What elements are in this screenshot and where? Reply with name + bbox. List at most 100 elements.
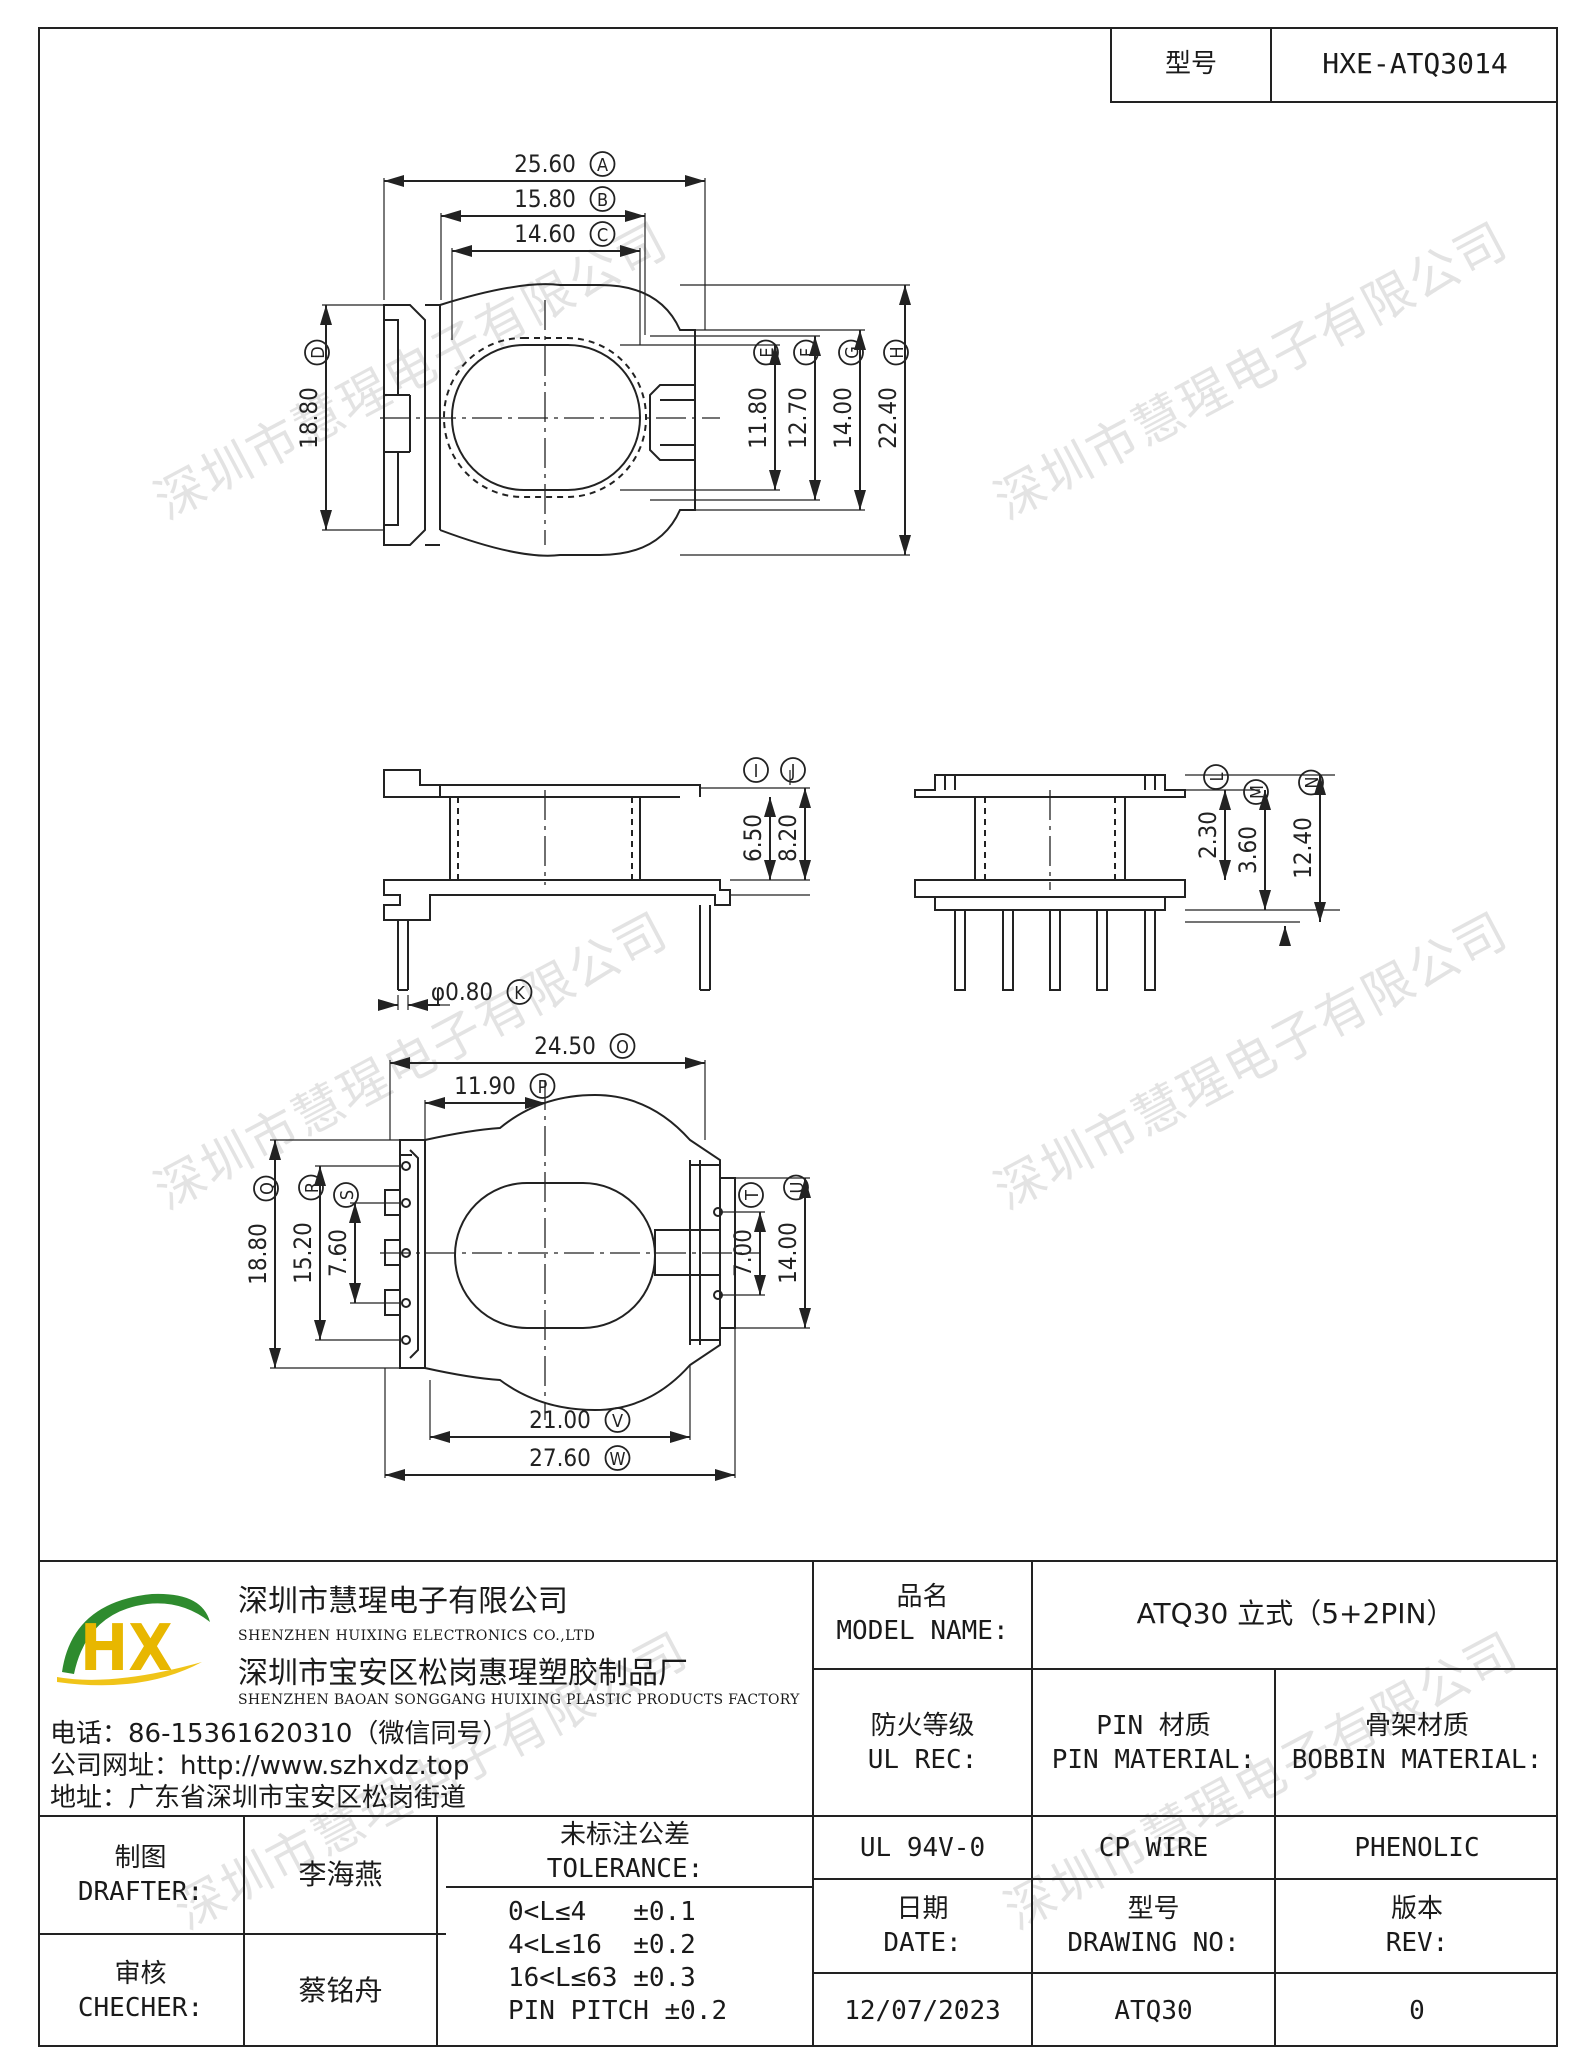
svg-text:A: A [597, 155, 608, 176]
checker-value: 蔡铭舟 [298, 1974, 383, 2007]
svg-text:12.70: 12.70 [784, 387, 812, 449]
drafter-value: 李海燕 [298, 1858, 383, 1891]
svg-text:G: G [842, 346, 863, 359]
dimension-label: 6.50 [739, 814, 767, 862]
dimension-label: 18.80 [244, 1223, 272, 1285]
svg-text:J: J [790, 761, 796, 782]
dimension-label: 14.60 [514, 220, 576, 248]
svg-text:I: I [754, 761, 759, 782]
ul-rec-value: UL 94V-0 [859, 1832, 986, 1863]
model-code-label: 型号 [1112, 27, 1272, 101]
svg-text:14.00: 14.00 [829, 387, 857, 449]
dimension-tag: P [529, 1073, 556, 1099]
svg-text:F: F [797, 348, 818, 357]
dimension-label: 14.00 [774, 1222, 802, 1284]
title-block: HX 深圳市慧瑆电子有限公司 SHENZHEN HUIXING ELECTRON… [38, 1560, 1558, 2047]
svg-text:12.40: 12.40 [1289, 817, 1317, 879]
tolerance-item: PIN PITCH ±0.2 [508, 1996, 728, 2026]
dimension-label: 8.20 [774, 814, 802, 862]
svg-text:6.50: 6.50 [739, 814, 767, 862]
dimension-tag: M [1243, 779, 1269, 805]
svg-text:D: D [308, 346, 329, 358]
svg-text:L: L [1207, 772, 1228, 781]
pin-material-value: CP WIRE [1098, 1832, 1209, 1863]
svg-text:18.80: 18.80 [295, 387, 323, 449]
svg-text:14.00: 14.00 [774, 1222, 802, 1284]
dimension-label: 12.70 [784, 387, 812, 449]
svg-text:K: K [514, 983, 525, 1004]
svg-text:11.90: 11.90 [454, 1072, 516, 1100]
tolerance-item: 4<L≤16 ±0.2 [508, 1930, 696, 1960]
svg-text:C: C [597, 225, 608, 246]
svg-text:H: H [887, 346, 908, 358]
dimension-tag: I [743, 757, 769, 783]
logo-letters: HX [80, 1612, 173, 1686]
date-value: 12/07/2023 [844, 1995, 1001, 2026]
dimension-tag: E [753, 339, 779, 366]
svg-text:W: W [609, 1449, 625, 1470]
svg-text:S: S [337, 1190, 358, 1200]
dimension-tag: W [604, 1445, 631, 1471]
dimension-label: 7.00 [729, 1229, 757, 1277]
dimension-label: 15.20 [289, 1222, 317, 1284]
dimension-tag: C [589, 221, 616, 247]
dimension-tag: J [780, 757, 806, 783]
model-name-value: ATQ30 立式（5+2PIN） [1136, 1597, 1455, 1630]
dimension-labels: 25.60 A 15.80 B 14.60 C 18.80 D 11.80 E12.70 F 14.0… [244, 150, 1324, 1472]
company-name-en: SHENZHEN HUIXING ELECTRONICS CO.,LTD [238, 1628, 596, 1644]
svg-text:22.40: 22.40 [874, 387, 902, 449]
dimension-tag: S [333, 1182, 359, 1208]
svg-text:N: N [1302, 776, 1323, 788]
drawing-frame [38, 27, 1558, 2047]
dimension-label: 11.90 [454, 1072, 516, 1100]
svg-text:φ0.80: φ0.80 [431, 978, 493, 1006]
svg-text:V: V [612, 1411, 623, 1432]
rev-value: 0 [1409, 1995, 1425, 2026]
svg-text:15.80: 15.80 [514, 185, 576, 213]
model-code-value: HXE-ATQ3014 [1322, 47, 1508, 80]
phone: 电话：86-15361620310（微信同号） [50, 1719, 509, 1749]
svg-text:24.50: 24.50 [534, 1032, 596, 1060]
svg-text:Q: Q [257, 1182, 278, 1195]
factory-name-cn: 深圳市宝安区松岗惠瑆塑胶制品厂 [238, 1656, 688, 1691]
top-view [320, 175, 911, 557]
svg-text:M: M [1247, 785, 1268, 799]
dimension-tag: H [883, 339, 909, 366]
dimension-label: 12.40 [1289, 817, 1317, 879]
dimension-label: 21.00 [529, 1406, 591, 1434]
dimension-tag: K [506, 979, 533, 1005]
dimension-label: 14.00 [829, 387, 857, 449]
dimension-label: 25.60 [514, 150, 576, 178]
dimension-tag: Q [253, 1175, 279, 1202]
bobbin-material-value: PHENOLIC [1354, 1832, 1480, 1863]
side-view [378, 769, 811, 1011]
dimension-label: 3.60 [1234, 826, 1262, 874]
svg-text:8.20: 8.20 [774, 814, 802, 862]
dimension-tag: T [738, 1182, 764, 1208]
dimension-tag: B [589, 186, 616, 212]
dimension-label: 11.80 [744, 387, 772, 449]
dimension-label: 15.80 [514, 185, 576, 213]
end-view [914, 774, 1340, 991]
bottom-view [269, 1057, 811, 1481]
address: 地址：广东省深圳市宝安区松岗街道 [50, 1783, 467, 1813]
svg-text:11.80: 11.80 [744, 387, 772, 449]
dimension-label: 2.30 [1194, 811, 1222, 859]
svg-text:7.00: 7.00 [729, 1229, 757, 1277]
dimension-tag: G [838, 339, 864, 366]
dimension-label: 22.40 [874, 387, 902, 449]
dimension-label: 24.50 [534, 1032, 596, 1060]
company-name-cn: 深圳市慧瑆电子有限公司 [238, 1584, 568, 1619]
dimension-tag: U [783, 1174, 809, 1201]
tolerance-list: 0<L≤4 ±0.1 4<L≤16 ±0.2 16<L≤63 ±0.3 PIN … [508, 1896, 808, 2028]
svg-text:14.60: 14.60 [514, 220, 576, 248]
svg-text:U: U [787, 1182, 808, 1194]
dimension-label: φ0.80 [431, 978, 493, 1006]
